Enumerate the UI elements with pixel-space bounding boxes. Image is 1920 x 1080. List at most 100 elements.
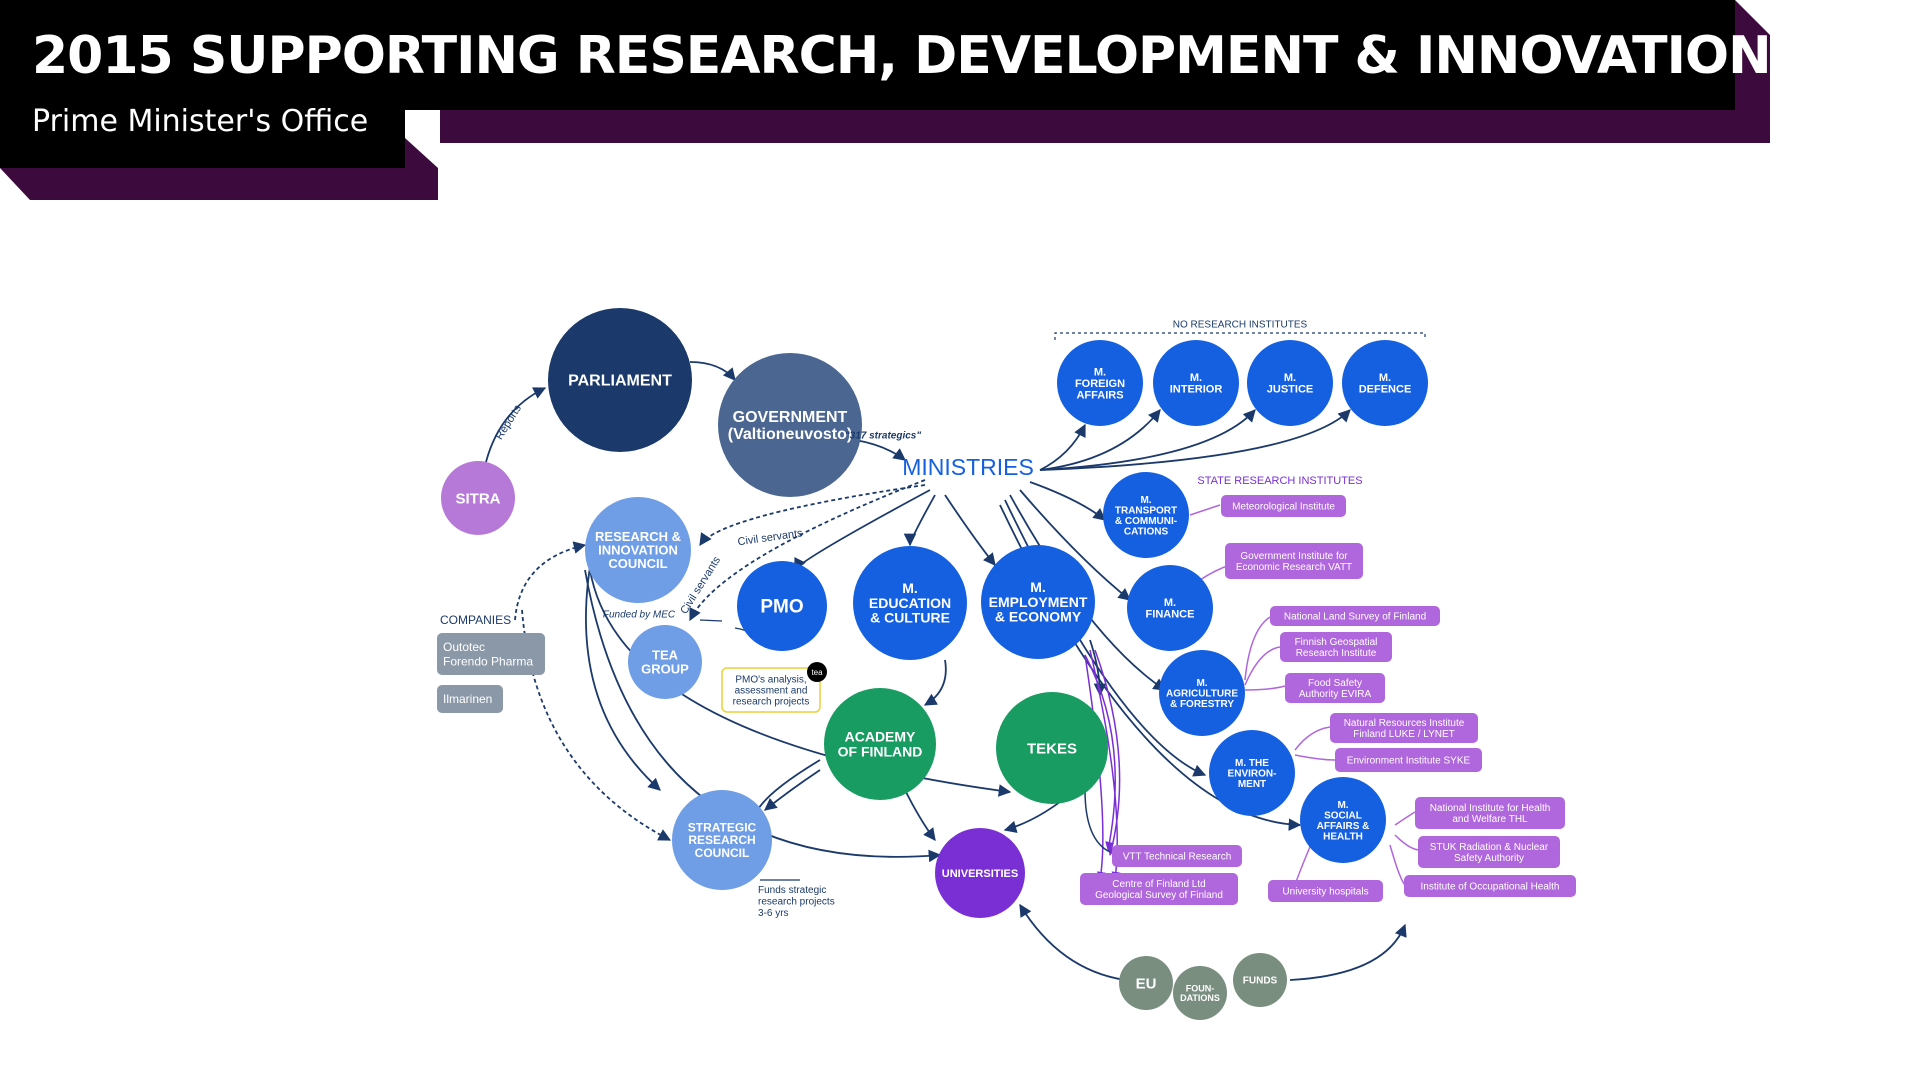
- state-research-institutes-label-group: STATE RESEARCH INSTITUTES: [1197, 475, 1362, 487]
- eu-node[interactable]: EU: [1119, 956, 1173, 1010]
- eu-node-shape: [1119, 956, 1173, 1010]
- m-justice-node-label: M.JUSTICE: [1267, 372, 1313, 396]
- institute-syke-label: Environment Institute SYKE: [1347, 756, 1471, 767]
- arrow-council-strategic: [585, 539, 661, 791]
- parliament-node[interactable]: PARLIAMENT: [548, 308, 692, 452]
- m-finance-node[interactable]: M.FINANCE: [1127, 565, 1213, 651]
- m-justice-node[interactable]: M.JUSTICE: [1247, 340, 1333, 426]
- pmo-node[interactable]: PMO: [737, 561, 827, 651]
- m-education-node[interactable]: M.EDUCATION& CULTURE: [853, 546, 967, 660]
- arrow-ministries-defence: [1039, 409, 1351, 471]
- research-council-node-shape: [585, 497, 691, 603]
- pmo-node-label: PMO: [760, 597, 803, 618]
- universities-node-shape: [935, 828, 1025, 918]
- arrow-ministries-foreign: [1039, 423, 1086, 471]
- arrow-employment-geo2: [1084, 654, 1106, 881]
- civil-servants-label-1-group: Civil servants: [737, 527, 804, 548]
- m-interior-node-shape: [1153, 340, 1239, 426]
- funds-node[interactable]: FUNDS: [1233, 953, 1287, 1007]
- institute-thl-box: [1415, 797, 1565, 829]
- m-interior-node-label: M.INTERIOR: [1170, 372, 1223, 396]
- pmo-note-box: [721, 667, 821, 713]
- strategic-council-node-shape: [672, 790, 772, 890]
- reports-label-group: Reports: [493, 403, 524, 442]
- link-social-occupational: [1389, 844, 1406, 886]
- tea-badge-text: tea: [811, 668, 823, 677]
- m-interior-node[interactable]: M.INTERIOR: [1153, 340, 1239, 426]
- arrow-government-ministries: [854, 439, 907, 461]
- m-justice-node-shape: [1247, 340, 1333, 426]
- institute-vtt-label: VTT Technical Research: [1123, 852, 1232, 863]
- m-transport-node[interactable]: M.TRANSPORT& COMMUNI-CATIONS: [1103, 472, 1189, 558]
- institute-luke-box: [1330, 713, 1478, 743]
- m-employment-node[interactable]: M.EMPLOYMENT& ECONOMY: [981, 545, 1095, 659]
- institute-meteorological: Meteorological Institute: [1221, 495, 1346, 517]
- m-agriculture-node[interactable]: M.AGRICULTURE& FORESTRY: [1159, 650, 1245, 736]
- page-subtitle: Prime Minister's Office: [32, 104, 369, 139]
- line-tekes-vtt: [1084, 789, 1111, 853]
- subtitle-bar-shadow: [0, 138, 438, 200]
- m-employment-node-label: M.EMPLOYMENT& ECONOMY: [989, 579, 1088, 624]
- arrow-employment-vtt: [1094, 649, 1121, 856]
- company-box-ilmarinen: Ilmarinen: [437, 685, 503, 713]
- foundations-node[interactable]: FOUN-DATIONS: [1173, 966, 1227, 1020]
- arrow-ministries-employment: [944, 494, 996, 566]
- strategics-label-group: "317 strategics": [845, 431, 921, 442]
- funded-by-mec-label-group: Funded by MEC: [603, 610, 676, 621]
- funds-node-shape: [1233, 953, 1287, 1007]
- m-education-node-shape: [853, 546, 967, 660]
- arrow-ministries-tea: [689, 479, 926, 622]
- link-agri-geospatial: [1244, 646, 1281, 686]
- institute-geospatial-box: [1280, 632, 1392, 662]
- state-research-institutes-label: STATE RESEARCH INSTITUTES: [1197, 475, 1362, 487]
- companies-heading-group: COMPANIES: [440, 613, 511, 627]
- ministries-hub-label[interactable]: MINISTRIES: [902, 454, 1034, 480]
- m-defence-node[interactable]: M.DEFENCE: [1342, 340, 1428, 426]
- m-agriculture-node-label: M.AGRICULTURE& FORESTRY: [1166, 678, 1238, 710]
- arrow-ministries-interior: [1039, 409, 1161, 471]
- universities-node[interactable]: UNIVERSITIES: [935, 828, 1025, 918]
- page-title: 2015 SUPPORTING RESEARCH, DEVELOPMENT & …: [32, 26, 1772, 86]
- civil-servants-label-1: Civil servants: [737, 527, 804, 548]
- arrow-academy-universities: [904, 789, 936, 842]
- pmo-node-shape: [737, 561, 827, 651]
- sitra-node[interactable]: SITRA: [441, 461, 515, 535]
- companies-heading: COMPANIES: [440, 613, 511, 627]
- link-social-stuk: [1394, 834, 1421, 851]
- company-box-ilmarinen-label: Ilmarinen: [443, 692, 492, 706]
- institute-syke: Environment Institute SYKE: [1335, 748, 1482, 772]
- academy-node-shape: [824, 688, 936, 800]
- no-research-institutes-label: NO RESEARCH INSTITUTES: [1173, 320, 1308, 331]
- arrow-companies-strategic: [521, 609, 672, 841]
- institute-evira-box: [1285, 673, 1385, 703]
- tekes-node[interactable]: TEKES: [996, 692, 1108, 804]
- arrow-employment-vtt2: [1084, 654, 1116, 851]
- universities-node-label: UNIVERSITIES: [942, 868, 1018, 880]
- reports-label: Reports: [493, 403, 524, 442]
- m-social-node-shape: [1300, 777, 1386, 863]
- institute-stuk-box: [1418, 836, 1560, 868]
- subtitle-bar: [0, 100, 405, 168]
- government-node[interactable]: GOVERNMENT(Valtioneuvosto): [718, 353, 862, 497]
